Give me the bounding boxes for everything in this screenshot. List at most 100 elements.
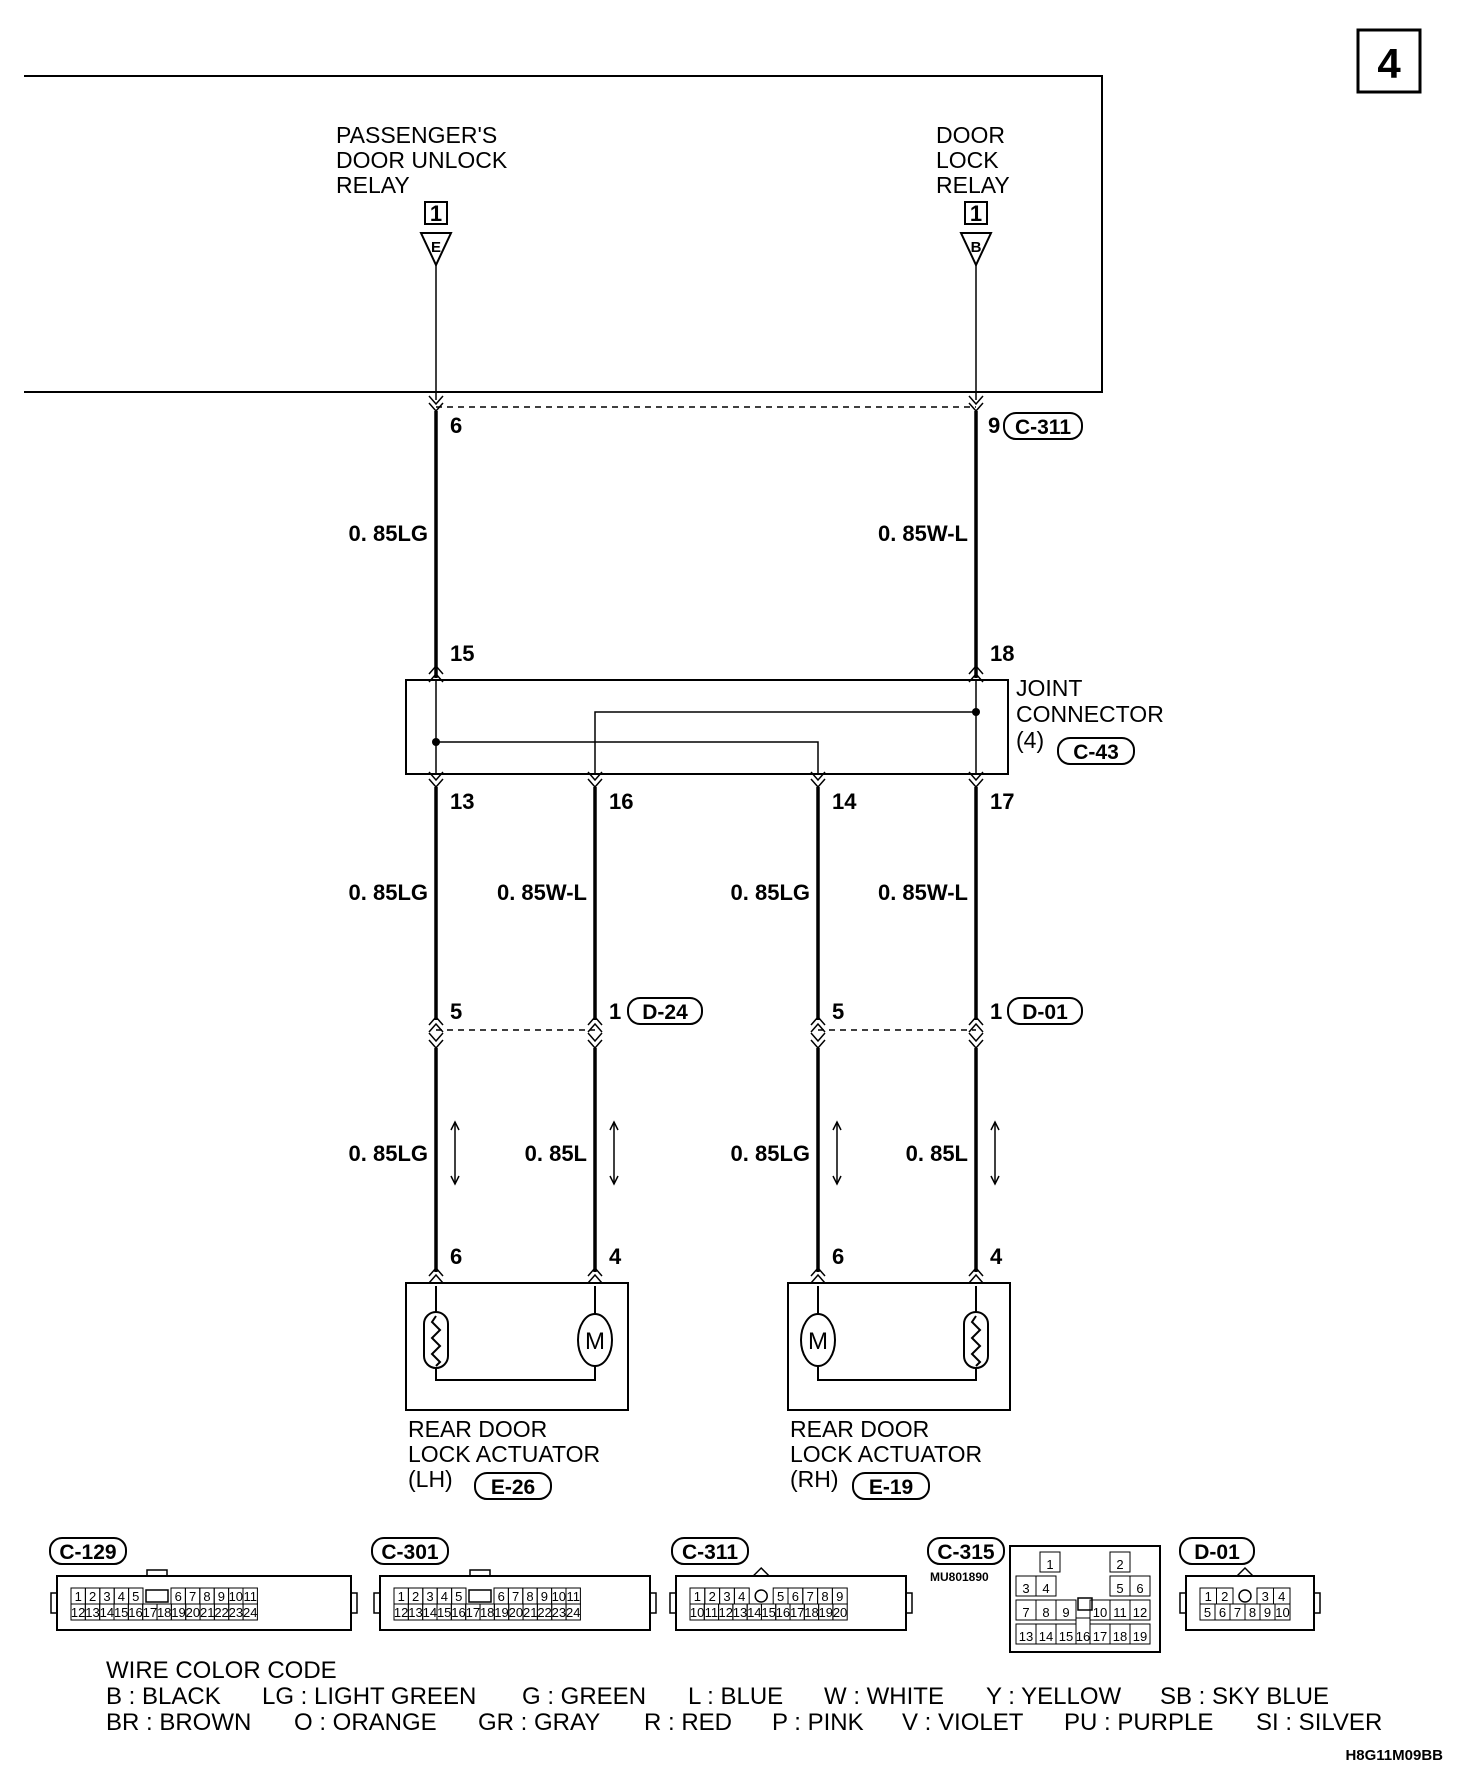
connector-pin-number: 10	[229, 1589, 243, 1604]
connector-pin-number: 23	[229, 1605, 243, 1620]
connector-tag-text: D-01	[1194, 1541, 1240, 1564]
connector-view-label-c301: C-301	[371, 1537, 449, 1565]
connector-pin-number: 19	[819, 1605, 833, 1620]
actuator-rh-pin-6: 6	[832, 1244, 844, 1269]
wire-color-code-item: G : GREEN	[522, 1683, 646, 1710]
bidirectional-arrow-icons	[450, 1120, 1000, 1186]
connector-pin-number: 15	[761, 1605, 775, 1620]
connector-pin-number: 6	[792, 1589, 799, 1604]
connector-pin-number: 17	[143, 1605, 157, 1620]
connector-pin-number: 4	[118, 1589, 125, 1604]
connector-pin-number: 14	[100, 1605, 114, 1620]
connector-pin-number: 16	[776, 1605, 790, 1620]
d24-pin-1: 1	[609, 999, 621, 1024]
wire-label-upper-left: 0. 85LG	[349, 521, 428, 546]
relay-box-frame	[24, 75, 1103, 393]
joint-connector-internal-wiring	[435, 680, 977, 774]
connector-pin-number: 4	[441, 1589, 448, 1604]
wire-label-upper-right: 0. 85W-L	[878, 521, 968, 546]
connector-pin-number: 6	[175, 1589, 182, 1604]
actuator-rh-label: REAR DOOR LOCK ACTUATOR (RH) E-19	[790, 1416, 982, 1500]
page-number: 4	[1377, 40, 1401, 87]
actuator-label-line: REAR DOOR	[790, 1416, 929, 1442]
connector-pin-number: 5	[455, 1589, 462, 1604]
connector-pin-number: 9	[218, 1589, 225, 1604]
connector-pin-number: 9	[1062, 1605, 1069, 1620]
actuator-connector-marks	[428, 1266, 984, 1284]
connector-pin-number: 14	[1039, 1629, 1053, 1644]
connector-pin-number: 10	[690, 1605, 704, 1620]
connector-pin-number: 19	[494, 1605, 508, 1620]
connector-view-label-c311: C-311	[671, 1537, 749, 1565]
connector-pin-number: 20	[186, 1605, 200, 1620]
connector-pin-number: 6	[1219, 1605, 1226, 1620]
wire-color-code-item: BR : BROWN	[106, 1709, 251, 1736]
actuator-lh-label: REAR DOOR LOCK ACTUATOR (LH) E-26	[408, 1416, 600, 1500]
relay-terminal-letter-right: B	[971, 239, 982, 256]
connector-pin-number: 20	[509, 1605, 523, 1620]
joint-pin-18: 18	[990, 641, 1014, 666]
connector-view-labels: C-129 C-301 C-311 C-315 D-01 MU801890	[49, 1537, 1255, 1584]
connector-pin-number: 13	[733, 1605, 747, 1620]
connector-pin-number: 14	[747, 1605, 761, 1620]
wire-color-code-item: SI : SILVER	[1256, 1709, 1382, 1736]
relay-terminal-left: 1 E	[419, 201, 453, 268]
connector-view-label-c315: C-315	[927, 1537, 1005, 1565]
joint-connector-label: JOINT CONNECTOR (4) C-43	[1016, 675, 1164, 765]
c315-part-number: MU801890	[930, 1570, 989, 1584]
joint-label-line: (4)	[1016, 727, 1044, 753]
connector-pin-number: 5	[777, 1589, 784, 1604]
connector-pin-number: 24	[566, 1605, 580, 1620]
connector-pin-number: 1	[398, 1589, 405, 1604]
connector-pin-number: 7	[1022, 1605, 1029, 1620]
wire-color-code-item: R : RED	[644, 1709, 732, 1736]
connector-pin-number: 4	[738, 1589, 745, 1604]
connector-pin-number: 5	[1116, 1581, 1123, 1596]
relay-terminal-letter-left: E	[431, 239, 441, 256]
connector-pin-number: 3	[103, 1589, 110, 1604]
connector-pin-number: 5	[132, 1589, 139, 1604]
relay-label-line: RELAY	[936, 172, 1010, 198]
connector-pin-number: 10	[1093, 1605, 1107, 1620]
svg-text:M: M	[585, 1328, 605, 1355]
wire-label-mid-4: 0. 85W-L	[878, 880, 968, 905]
connector-pin-number: 18	[804, 1605, 818, 1620]
c311-pin-left: 6	[450, 413, 462, 438]
connector-pin-number: 17	[466, 1605, 480, 1620]
connector-tag-text: C-315	[937, 1541, 995, 1564]
connector-pin-number: 17	[1093, 1629, 1107, 1644]
lower-wires	[434, 1048, 978, 1272]
connector-pin-number: 2	[1116, 1557, 1123, 1572]
actuator-label-line: (RH)	[790, 1466, 839, 1492]
connector-pin-number: 16	[128, 1605, 142, 1620]
connector-pin-number: 24	[243, 1605, 257, 1620]
wire-color-code: WIRE COLOR CODE B : BLACK LG : LIGHT GRE…	[106, 1657, 1382, 1736]
connector-pin-number: 2	[1221, 1589, 1228, 1604]
connector-pin-number: 18	[157, 1605, 171, 1620]
connector-tag-text: D-24	[642, 1001, 688, 1024]
actuator-lh-pin-6: 6	[450, 1244, 462, 1269]
connector-pin-number: 12	[1133, 1605, 1147, 1620]
connector-pin-number: 11	[243, 1589, 257, 1604]
mid-wires	[434, 787, 978, 1020]
connector-pin-number: 18	[1113, 1629, 1127, 1644]
double-arrow-icon	[609, 1120, 619, 1186]
joint-pin-17: 17	[990, 789, 1014, 814]
joint-splice-right	[972, 708, 980, 716]
connector-pin-number: 16	[451, 1605, 465, 1620]
wire-color-code-item: PU : PURPLE	[1064, 1709, 1213, 1736]
connector-pin-number: 20	[833, 1605, 847, 1620]
connector-pin-number: 9	[541, 1589, 548, 1604]
connector-pin-number: 8	[1042, 1605, 1049, 1620]
relay-pin-right: 1	[970, 201, 982, 226]
actuator-label-line: REAR DOOR	[408, 1416, 547, 1442]
actuator-label-line: LOCK ACTUATOR	[790, 1441, 982, 1467]
connector-tag-text: C-129	[59, 1541, 116, 1564]
connector-pin-number: 11	[1113, 1605, 1127, 1620]
connector-pin-number: 23	[552, 1605, 566, 1620]
diagram-code: H8G11M09BB	[1345, 1747, 1443, 1764]
connector-pin-number: 1	[1205, 1589, 1212, 1604]
wire-label-mid-1: 0. 85LG	[349, 880, 428, 905]
connector-pin-number: 3	[426, 1589, 433, 1604]
